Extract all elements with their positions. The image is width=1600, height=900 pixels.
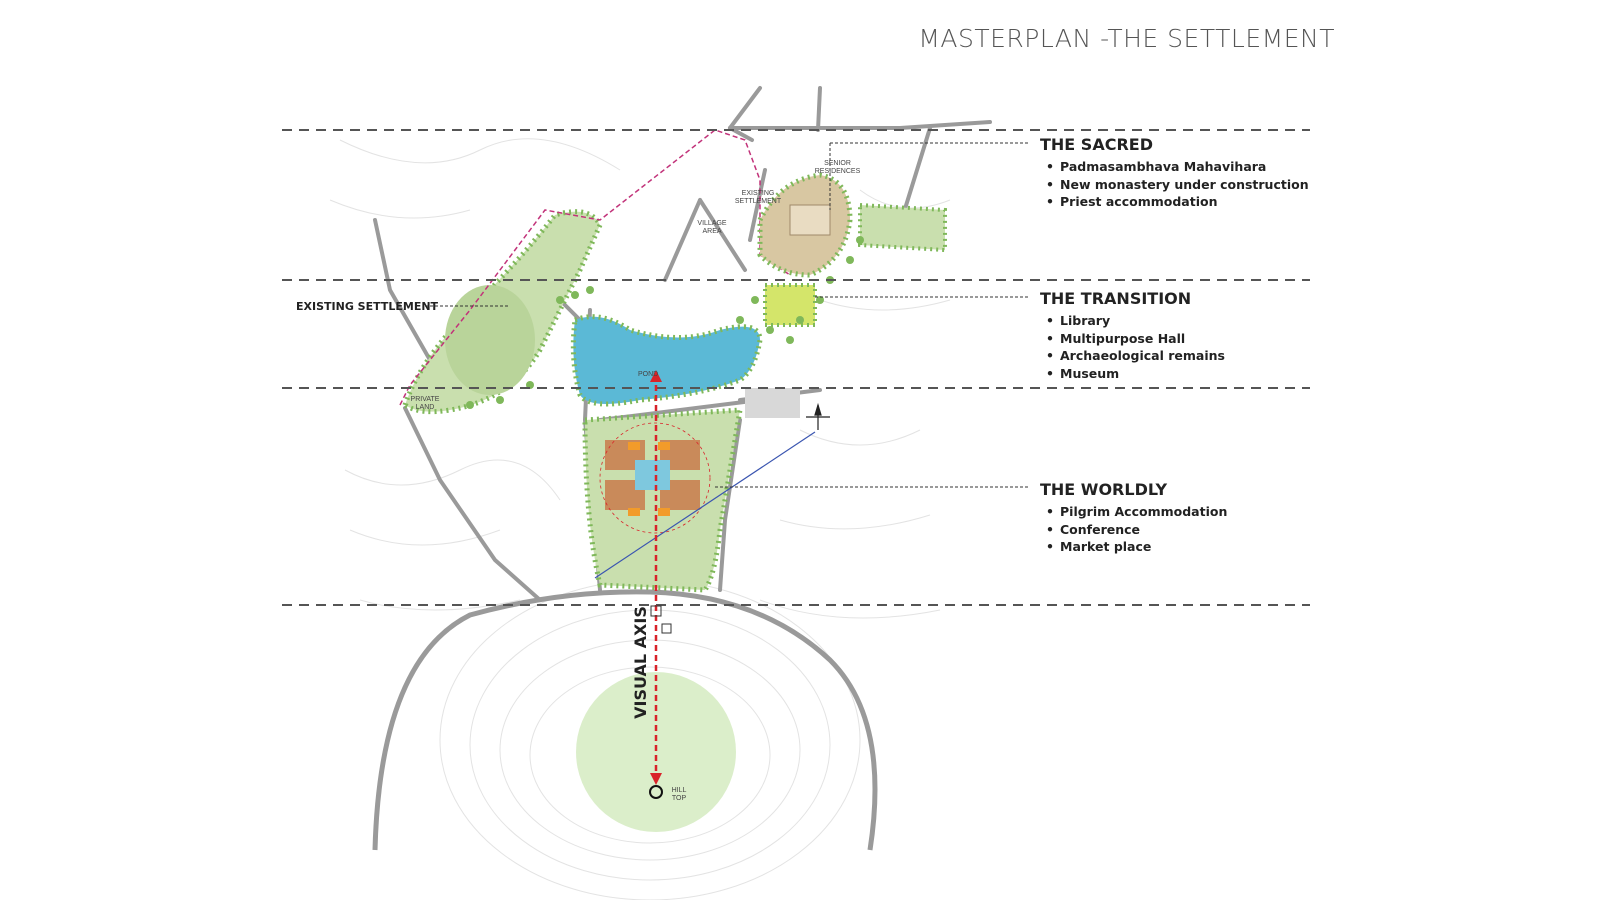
zone-item: Library [1040, 312, 1225, 330]
hill-top-marker [649, 785, 663, 799]
zone-worldly: THE WORLDLY Pilgrim Accommodation Confer… [1040, 480, 1227, 556]
visual-axis-label: VISUAL AXIS [630, 606, 650, 719]
hill-top-area [576, 672, 736, 832]
visual-axis-arrow [650, 370, 662, 785]
zone-title: THE WORLDLY [1040, 480, 1168, 499]
north-arrow-icon [806, 402, 830, 430]
zone-item: Pilgrim Accommodation [1040, 503, 1227, 521]
parking-area [745, 388, 800, 418]
pond-label: POND [638, 371, 659, 378]
zone-title: THE SACRED [1040, 135, 1153, 154]
zone-items: Padmasambhava Mahavihara New monastery u… [1040, 158, 1309, 211]
hill-top-label: HILL TOP [671, 787, 687, 802]
zone-item: Museum [1040, 365, 1225, 383]
zone-item: New monastery under construction [1040, 176, 1309, 194]
leader-lines [425, 142, 1030, 488]
hill-road [372, 589, 878, 851]
site-boundary [399, 129, 791, 406]
zone-item: Market place [1040, 538, 1227, 556]
field-area [445, 285, 535, 395]
zone-item: Padmasambhava Mahavihara [1040, 158, 1309, 176]
zone-item: Multipurpose Hall [1040, 330, 1225, 348]
existing-settlement-label: EXISTING SETTLEMENT [296, 300, 439, 313]
zone-separators [282, 129, 1310, 606]
zone-title: THE TRANSITION [1040, 289, 1192, 308]
diagonal-axis [594, 431, 816, 579]
existing-settlement-small-label: EXISTING SETTLEMENT [734, 190, 782, 205]
zone-item: Priest accommodation [1040, 193, 1309, 211]
pilgrim-complex [599, 422, 711, 534]
zone-items: Pilgrim Accommodation Conference Market … [1040, 503, 1227, 556]
pond [570, 314, 763, 407]
priest-accommodation-area [858, 202, 947, 253]
page-title: MASTERPLAN -THE SETTLEMENT [918, 24, 1335, 53]
zone-sacred: THE SACRED Padmasambhava Mahavihara New … [1040, 135, 1309, 211]
village-area-label: VILLAGE AREA [697, 220, 727, 235]
senior-residences-label: SENIOR RESIDENCES [814, 160, 861, 175]
tree-dots [466, 236, 864, 409]
zone-item: Archaeological remains [1040, 347, 1225, 365]
transition-zone-area [763, 283, 817, 327]
zone-transition: THE TRANSITION Library Multipurpose Hall… [1040, 289, 1225, 382]
entry-marker [650, 605, 662, 617]
monastery-building [789, 204, 831, 236]
zone-item: Conference [1040, 521, 1227, 539]
private-land-label: PRIVATE LAND [410, 396, 440, 411]
gate-marker [661, 623, 672, 634]
zone-items: Library Multipurpose Hall Archaeological… [1040, 312, 1225, 382]
